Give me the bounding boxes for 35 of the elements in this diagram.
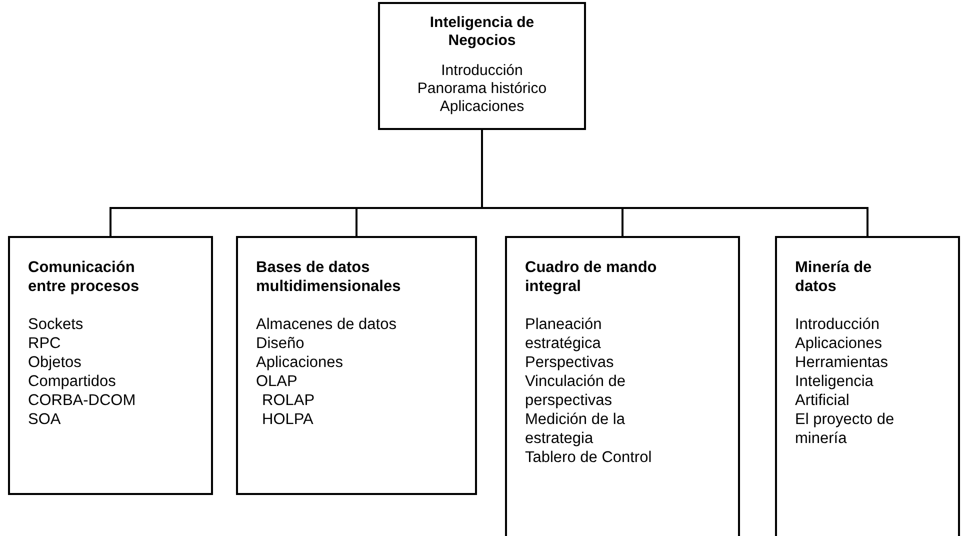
topic-item: Aplicaciones [256,353,344,372]
subtopic-box [505,236,740,536]
topic-item: Aplicaciones [795,334,884,353]
topic-item: Aplicaciones [438,98,526,116]
topic-item: Diseño [256,334,306,353]
subtopic-box [775,236,960,536]
topic-item: Perspectivas [525,353,615,372]
heading: Minería de datos [795,258,873,296]
subtopic-box [236,236,477,495]
topic-item: Almacenes de datos [256,315,398,334]
topic-item: Compartidos [28,372,117,391]
topic-item: OLAP [256,372,298,391]
heading: Comunicación entre procesos [28,258,140,296]
topic-item: Medición de la estrategia [525,410,626,448]
topic-item: Introducción [440,62,524,80]
subtopic-box [8,236,213,495]
root-topic-box [378,2,586,130]
topic-item: El proyecto de minería [795,410,896,448]
topic-item: Sockets [28,315,84,334]
topic-item: Herramientas [795,353,890,372]
topic-item: RPC [28,334,62,353]
topic-item: SOA [28,410,62,429]
heading: Cuadro de mando integral [525,258,658,296]
heading: Bases de datos multidimensionales [256,258,402,296]
topic-item: Objetos [28,353,82,372]
topic-item: Vinculación de perspectivas [525,372,627,410]
topic-item: Inteligencia Artificial [795,372,874,410]
heading: Inteligencia de Negocios [428,14,536,50]
topic-item: HOLPA [261,410,314,429]
topic-item: CORBA-DCOM [28,391,137,410]
topic-item: Introducción [795,315,880,334]
topic-item: Panorama histórico [416,80,548,98]
topic-item: Tablero de Control [525,448,653,467]
topic-item: Planeación estratégica [525,315,603,353]
topic-item: ROLAP [261,391,316,410]
